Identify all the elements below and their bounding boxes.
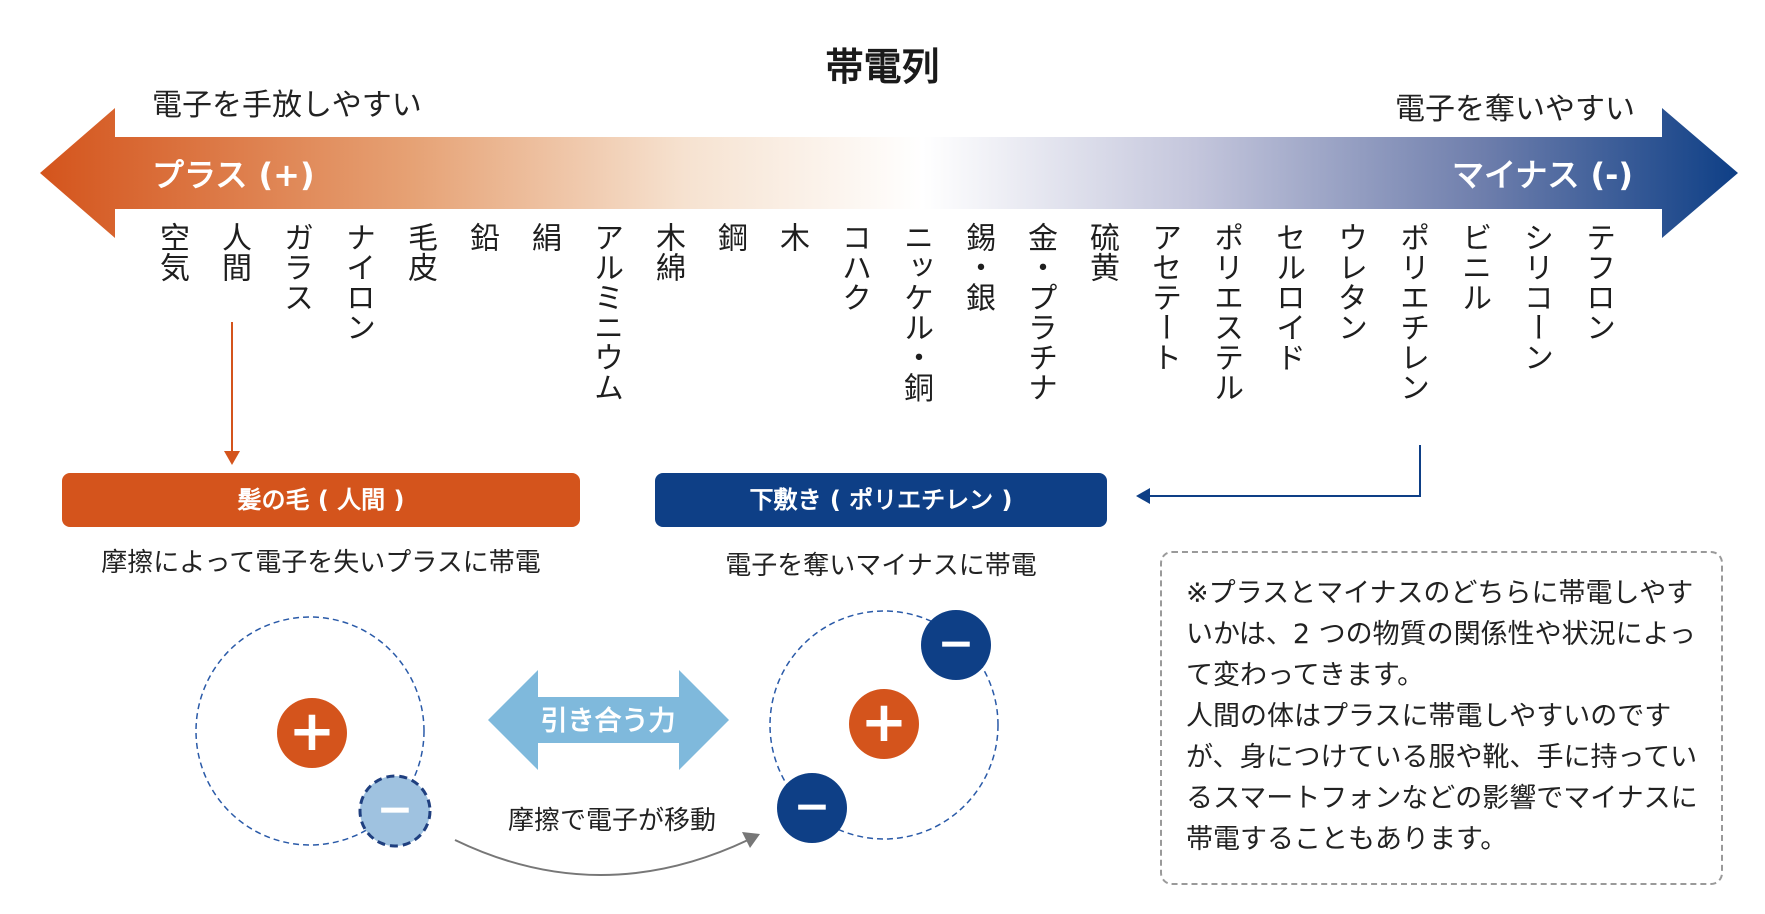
left-orbit [195,616,425,846]
left-electron-faded [358,774,432,848]
page-title: 帯電列 [825,45,940,89]
hair-box: 髪の毛 ( 人間 ) [62,473,580,527]
material-label: ビニル [1456,222,1491,312]
tribo-series-arrow [40,108,1738,238]
material-label: テフロン [1580,222,1615,342]
material-label: 錫・銀 [960,222,995,312]
note-box: ※プラスとマイナスのどちらに帯電しやすいかは、2 つの物質の関係性や状況によって… [1160,551,1723,885]
material-label: 木 [774,222,809,252]
note-text: ※プラスとマイナスのどちらに帯電しやすいかは、2 つの物質の関係性や状況によって… [1186,578,1698,855]
polyethylene-to-sheet-arrow [1148,445,1421,497]
right-electron-bottom [777,773,847,843]
material-label: 金・プラチナ [1022,222,1057,402]
material-label: 絹 [526,222,561,252]
electron-move-arrowhead [742,832,760,848]
material-label: ウレタン [1332,222,1367,342]
material-label: シリコーン [1518,222,1553,372]
material-label: 木綿 [650,222,685,282]
material-label: ナイロン [340,222,375,342]
sheet-box: 下敷き ( ポリエチレン ) [655,473,1107,527]
right-label: 電子を奪いやすい [1395,92,1635,127]
electron-move-label: 摩擦で電子が移動 [507,806,716,836]
material-label: 鉛 [464,222,499,252]
material-label: ガラス [278,222,313,312]
material-label: 毛皮 [402,222,437,282]
right-orbit [769,610,999,840]
material-label: 鋼 [712,222,747,252]
right-electron-top [921,610,991,680]
polyethylene-to-sheet-arrowhead [1136,488,1150,504]
plus-side-label: プラス (+) [152,156,315,194]
left-proton [277,698,347,768]
material-label: アルミニウム [588,222,623,402]
material-label: 人間 [216,222,251,282]
minus-symbol: − [793,781,831,832]
electron-move-curve [454,839,749,876]
minus-symbol: − [376,784,414,835]
hair-caption: 摩擦によって電子を失いプラスに帯電 [101,548,541,578]
attraction-arrow [488,670,729,770]
material-label: ポリエステル [1208,222,1243,402]
material-label: セルロイド [1270,222,1305,372]
material-label: ニッケル・銅 [898,222,933,402]
right-proton [849,689,919,759]
plus-symbol: + [288,699,336,764]
left-label: 電子を手放しやすい [152,88,422,123]
human-to-hair-arrowhead [224,451,240,465]
plus-symbol: + [860,690,908,755]
material-label: 空気 [154,222,189,282]
sheet-caption: 電子を奪いマイナスに帯電 [725,551,1037,581]
material-label: アセテート [1146,222,1181,372]
minus-side-label: マイナス (-) [1451,156,1633,194]
attraction-label: 引き合う力 [540,706,676,737]
material-label: コハク [836,222,871,312]
material-label: ポリエチレン [1394,222,1429,402]
material-label: 硫黄 [1084,222,1119,282]
minus-symbol: − [937,618,975,669]
